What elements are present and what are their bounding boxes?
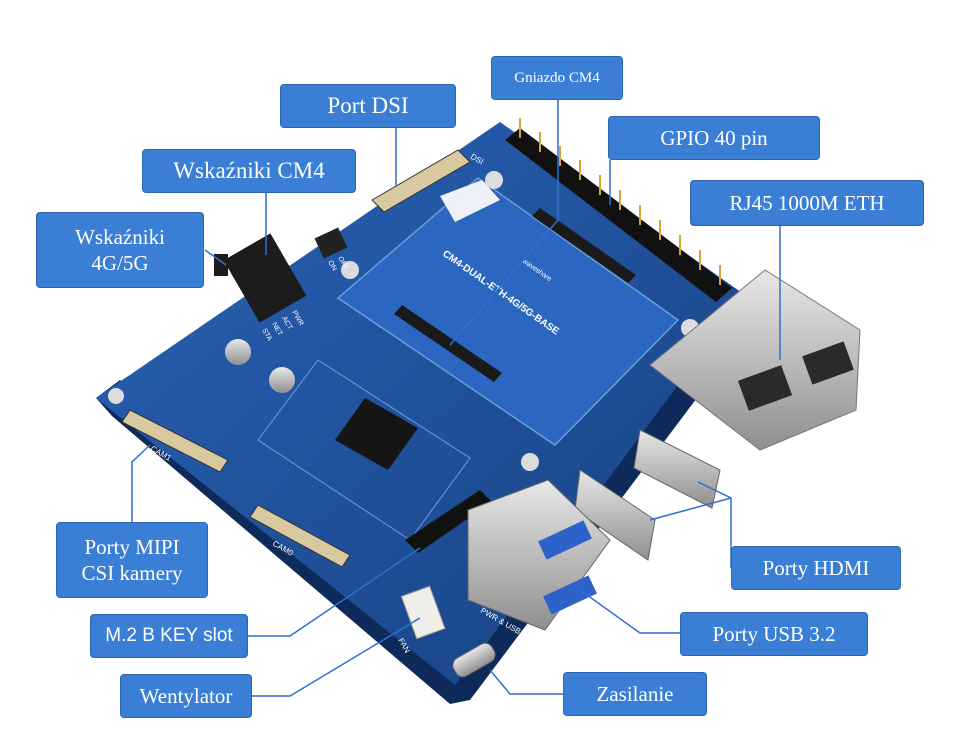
label-wskazniki-4g5g: Wskaźniki 4G/5G [36,212,204,288]
line-mipi [131,444,151,522]
standoff-2 [269,367,295,393]
line-hdmi-2 [649,497,732,521]
label-gniazdo-cm4: Gniazdo CM4 [491,56,623,100]
mount-hole-3 [341,261,359,279]
label-zasilanie: Zasilanie [563,672,707,716]
cm4-white-pad [440,180,500,222]
line-usb [579,589,680,634]
silk-on: ON [326,260,337,273]
main-chip [335,398,418,470]
line-wskazniki-4g [204,249,227,266]
mount-hole-5 [108,388,124,404]
cm4-led-block [223,233,307,323]
cam1-connector [121,409,229,473]
usb-port-1 [538,520,592,560]
mount-hole-4 [521,453,539,471]
rj45-housing [649,269,861,451]
gpio-pins [519,118,721,285]
label-m2-slot: M.2 B KEY slot [90,614,248,658]
label-port-dsi: Port DSI [280,84,456,128]
dsi-connector [371,149,471,213]
usb-c-port [452,642,496,678]
cm4-area [336,177,680,446]
cam0-connector [249,504,351,568]
label-wentylator: Wentylator [120,674,252,718]
m2-slot [405,490,492,553]
line-wentylator [252,617,421,697]
cm4-connector-upper [532,208,636,283]
label-porty-hdmi: Porty HDMI [731,546,901,590]
leader-lines [131,100,781,697]
hdmi-port-2 [633,429,721,509]
boot-switch [314,227,348,259]
rj45-port-2 [802,341,854,385]
line-zasilanie [489,669,563,695]
mount-hole-1 [485,171,503,189]
standoff-1 [225,339,251,365]
label-rj45: RJ45 1000M ETH [690,180,924,226]
gpio-header [505,128,732,302]
line-gniazdo [449,100,559,346]
line-m2 [248,547,421,637]
fan-connector [400,585,446,640]
label-gpio: GPIO 40 pin [608,116,820,160]
usb-port-2 [543,575,597,615]
label-porty-mipi: Porty MIPI CSI kamery [56,522,208,598]
rj45-port-1 [737,365,793,411]
hdmi-port-1 [574,469,656,561]
label-wskazniki-cm4: Wskaźniki CM4 [142,149,356,193]
cm4-connector-lower [394,305,502,382]
label-porty-usb: Porty USB 3.2 [680,612,868,656]
